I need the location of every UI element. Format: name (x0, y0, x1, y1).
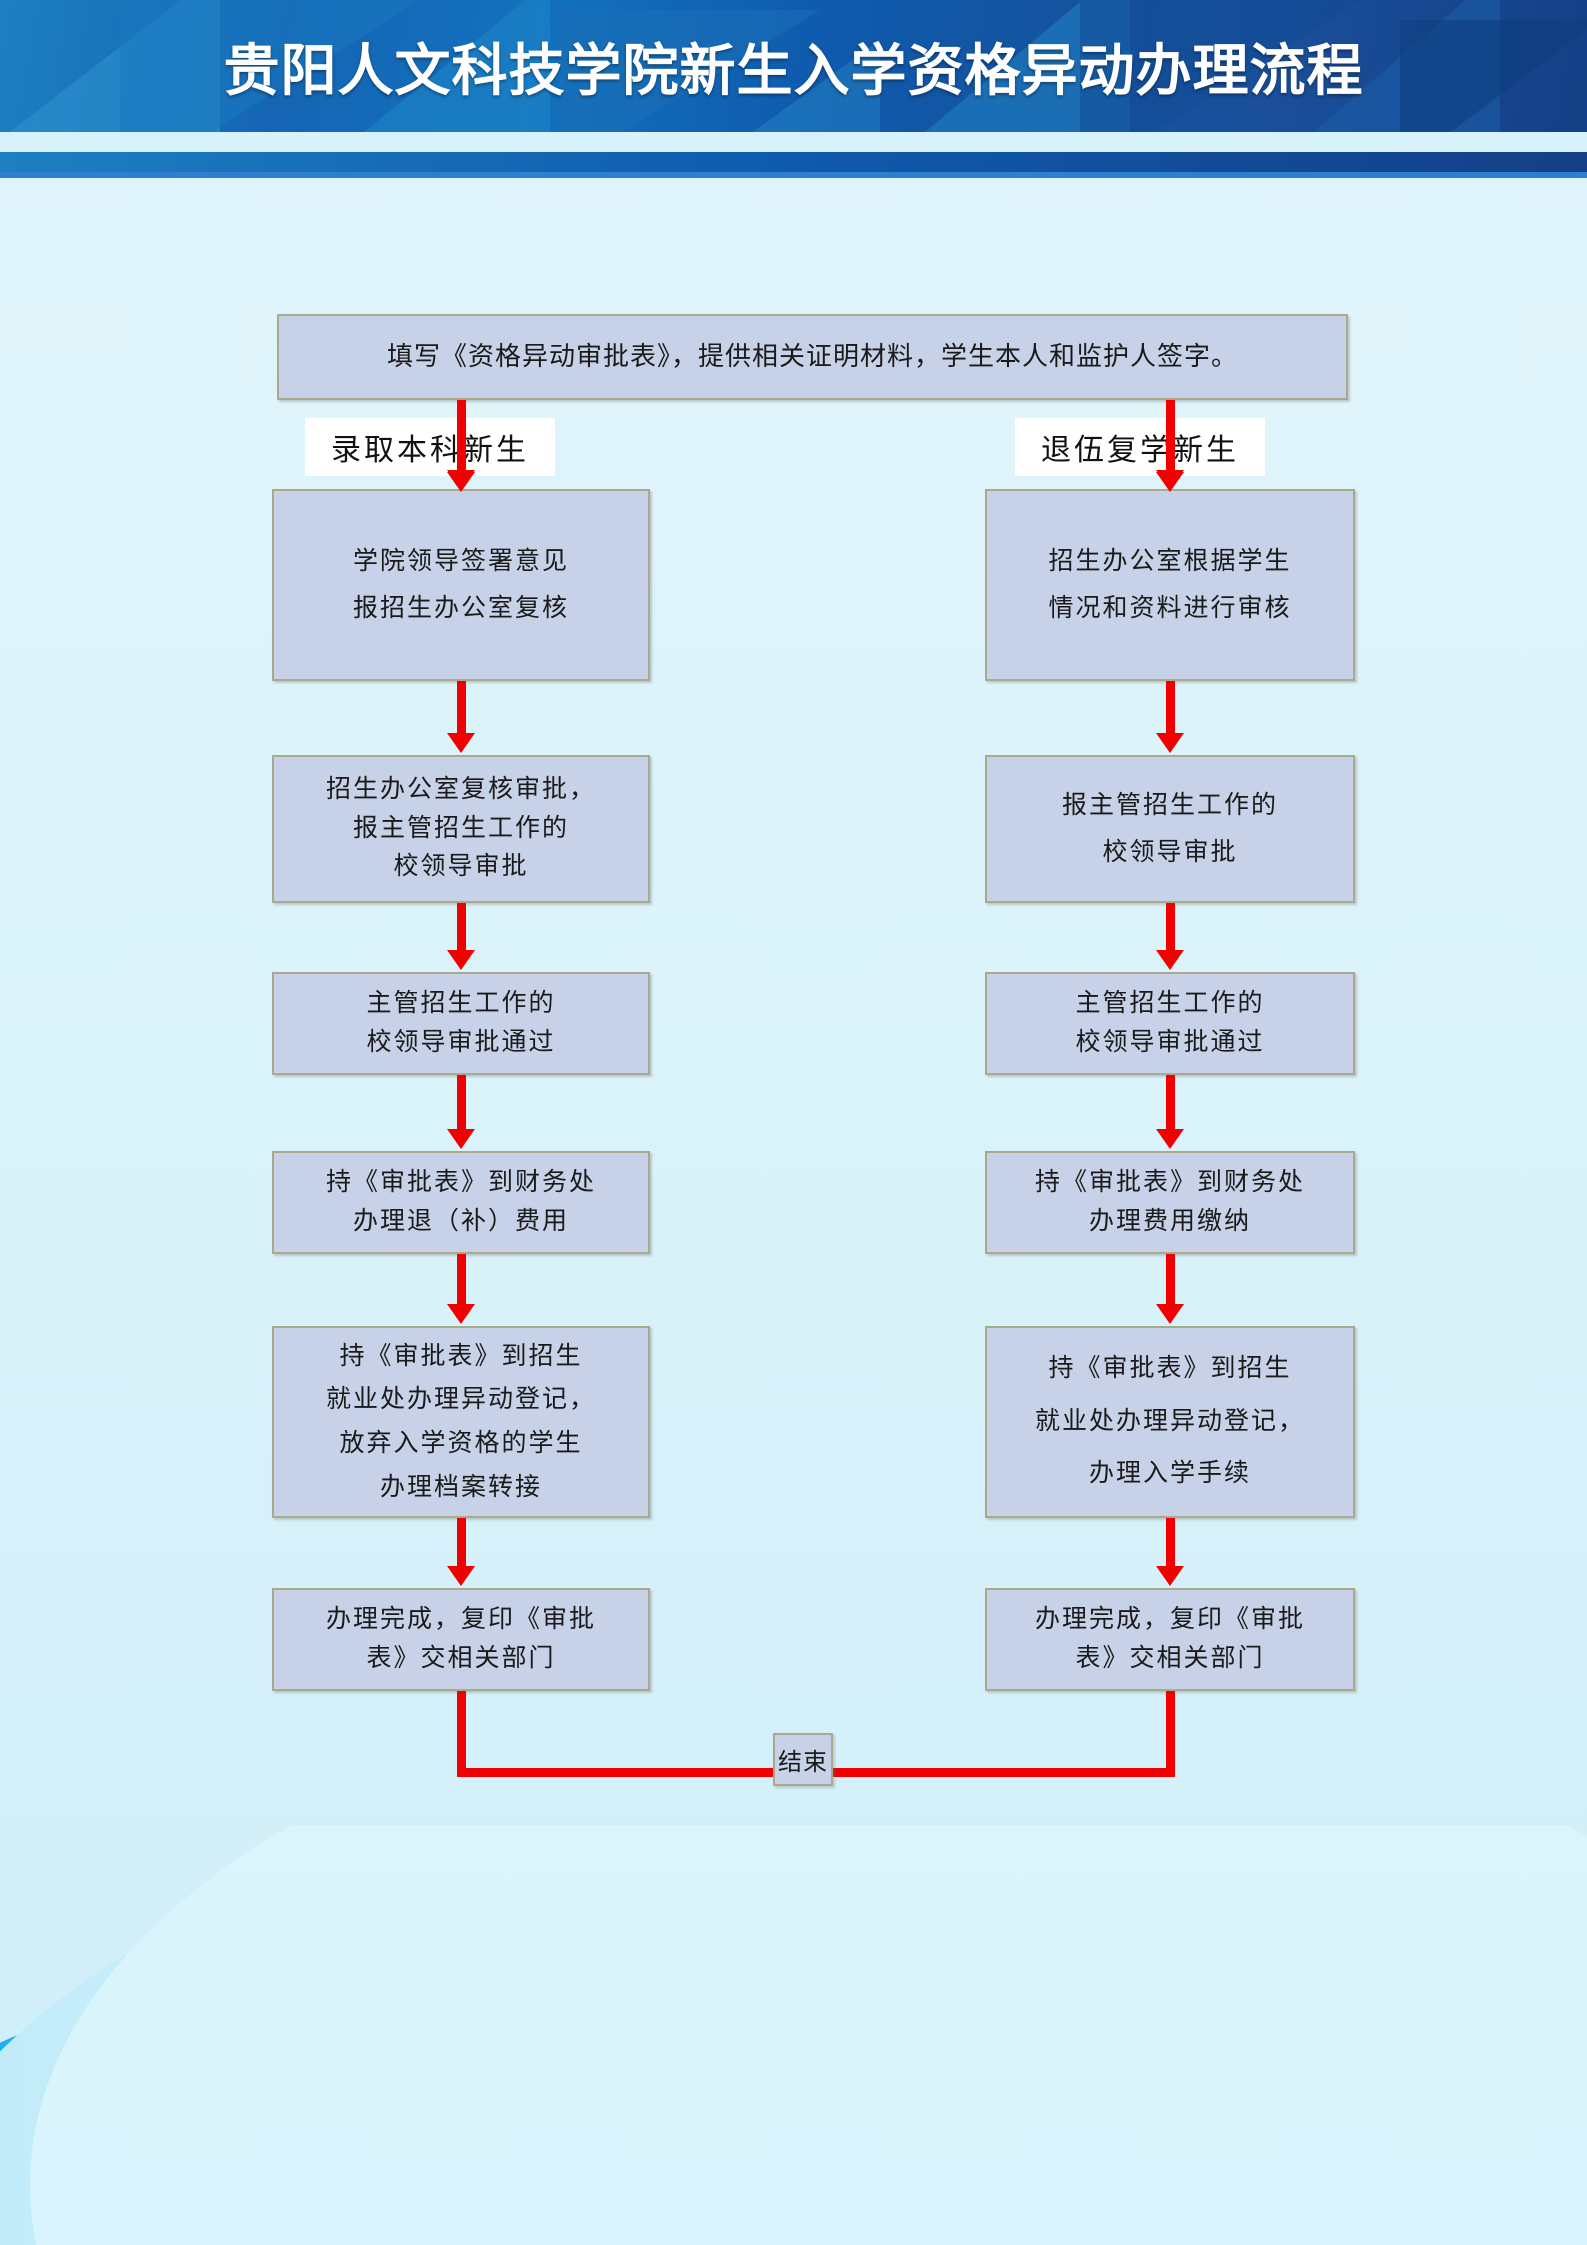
background-bottom-decoration (0, 1825, 1587, 2245)
arrowhead-right-2-3 (1156, 950, 1184, 970)
connector-right-6-down (1166, 1691, 1175, 1777)
connector-start-to-left-overlay (457, 418, 466, 474)
branch-label-left-text: 录取本科新生 (331, 434, 529, 467)
arrowhead-left-1-2 (447, 733, 475, 753)
flow-node-start[interactable]: 填写《资格异动审批表》，提供相关证明材料，学生本人和监护人签字。 (277, 314, 1348, 400)
header-stripe-thin (0, 172, 1587, 178)
flow-node-right-6[interactable]: 办理完成，复印《审批 表》交相关部门 (985, 1588, 1355, 1691)
flow-node-right-5-line-2: 就业处办理异动登记， (1034, 1407, 1305, 1435)
arrowhead-left-3-4 (447, 1129, 475, 1149)
flow-node-right-6-line-2: 表》交相关部门 (1075, 1644, 1265, 1672)
flow-node-left-3-line-2: 校领导审批通过 (366, 1028, 556, 1056)
connector-right-4-5 (1166, 1254, 1175, 1306)
header-facet-9 (700, 40, 880, 132)
flow-node-left-1-line-1: 学院领导签署意见 (352, 547, 569, 575)
header-stripe-dark (0, 152, 1587, 172)
flow-node-end[interactable]: 结束 (773, 1733, 833, 1786)
flow-node-right-3[interactable]: 主管招生工作的 校领导审批通过 (985, 972, 1355, 1075)
connector-right-2-3 (1166, 903, 1175, 952)
flow-node-right-6-line-1: 办理完成，复印《审批 (1034, 1605, 1305, 1633)
flow-node-right-2[interactable]: 报主管招生工作的 校领导审批 (985, 755, 1355, 903)
flow-node-right-5[interactable]: 持《审批表》到招生 就业处办理异动登记， 办理入学手续 (985, 1326, 1355, 1518)
connector-left-5-6 (457, 1518, 466, 1568)
flow-node-right-5-line-3: 办理入学手续 (1088, 1460, 1251, 1488)
flow-node-left-6-line-2: 表》交相关部门 (366, 1644, 556, 1672)
arrowhead-left-2-3 (447, 950, 475, 970)
arrowhead-start-to-right-overlay (1156, 470, 1184, 490)
arrowhead-left-4-5 (447, 1304, 475, 1324)
flow-node-right-4[interactable]: 持《审批表》到财务处 办理费用缴纳 (985, 1151, 1355, 1254)
flow-node-start-text: 填写《资格异动审批表》，提供相关证明材料，学生本人和监护人签字。 (386, 341, 1238, 371)
flow-node-right-1-line-2: 情况和资料进行审核 (1048, 595, 1292, 622)
flow-node-right-1[interactable]: 招生办公室根据学生 情况和资料进行审核 (985, 489, 1355, 681)
connector-right-3-4 (1166, 1075, 1175, 1131)
connector-start-to-right-overlay (1166, 418, 1175, 474)
flow-node-right-2-line-2: 校领导审批 (1102, 839, 1238, 866)
flow-node-right-4-line-1: 持《审批表》到财务处 (1034, 1168, 1305, 1196)
flow-node-left-4-line-1: 持《审批表》到财务处 (325, 1168, 596, 1196)
flow-node-right-3-line-1: 主管招生工作的 (1075, 989, 1265, 1017)
connector-right-1-2 (1166, 681, 1175, 735)
flow-node-left-3-line-1: 主管招生工作的 (366, 989, 556, 1017)
branch-label-right-text: 退伍复学新生 (1041, 434, 1239, 467)
connector-left-1-2 (457, 681, 466, 735)
connector-left-6-down (457, 1691, 466, 1777)
flow-node-left-1[interactable]: 学院领导签署意见 报招生办公室复核 (272, 489, 650, 681)
header-stripe-light-top (0, 132, 1587, 152)
flow-node-left-5-line-3: 放弃入学资格的学生 (339, 1430, 583, 1457)
branch-label-left: 录取本科新生 (305, 418, 555, 476)
arrowhead-right-4-5 (1156, 1304, 1184, 1324)
flow-node-right-3-line-2: 校领导审批通过 (1075, 1028, 1265, 1056)
flow-node-right-5-line-1: 持《审批表》到招生 (1048, 1355, 1292, 1383)
flow-node-left-2-line-1: 招生办公室复核审批， (325, 775, 596, 803)
connector-right-5-6 (1166, 1518, 1175, 1568)
flow-node-right-1-line-1: 招生办公室根据学生 (1048, 547, 1292, 575)
flow-node-left-4-line-2: 办理退（补）费用 (352, 1207, 569, 1235)
arrowhead-left-5-6 (447, 1566, 475, 1586)
flow-node-left-2-line-3: 校领导审批 (393, 853, 529, 881)
arrowhead-start-to-left-overlay (447, 470, 475, 490)
connector-left-2-3 (457, 903, 466, 952)
connector-left-4-5 (457, 1254, 466, 1306)
wave-shape-4 (30, 1825, 1587, 2245)
header-facet-3 (330, 0, 550, 132)
flow-node-right-2-line-1: 报主管招生工作的 (1061, 791, 1278, 819)
header-facet-8 (1400, 20, 1587, 132)
connector-bottom-right-horizontal (832, 1768, 1175, 1777)
flow-node-left-4[interactable]: 持《审批表》到财务处 办理退（补）费用 (272, 1151, 650, 1254)
header-stripe-light-bottom (0, 178, 1587, 192)
flow-node-right-4-line-2: 办理费用缴纳 (1088, 1207, 1251, 1235)
flow-node-left-5-line-4: 办理档案转接 (379, 1473, 542, 1501)
page-title: 贵阳人文科技学院新生入学资格异动办理流程 (223, 40, 1364, 103)
flow-node-left-3[interactable]: 主管招生工作的 校领导审批通过 (272, 972, 650, 1075)
flow-node-left-1-line-2: 报招生办公室复核 (352, 595, 569, 622)
flow-node-left-6[interactable]: 办理完成，复印《审批 表》交相关部门 (272, 1588, 650, 1691)
connector-bottom-left-horizontal (457, 1768, 792, 1777)
flow-node-left-2[interactable]: 招生办公室复核审批， 报主管招生工作的 校领导审批 (272, 755, 650, 903)
flow-node-end-text: 结束 (778, 1750, 828, 1776)
arrowhead-right-1-2 (1156, 733, 1184, 753)
arrowhead-right-5-6 (1156, 1566, 1184, 1586)
branch-label-right: 退伍复学新生 (1015, 418, 1265, 476)
flow-node-left-2-line-2: 报主管招生工作的 (352, 814, 569, 842)
arrowhead-right-3-4 (1156, 1129, 1184, 1149)
flow-node-left-5-line-2: 就业处办理异动登记， (325, 1386, 596, 1414)
connector-left-3-4 (457, 1075, 466, 1131)
flow-node-left-5[interactable]: 持《审批表》到招生 就业处办理异动登记， 放弃入学资格的学生 办理档案转接 (272, 1326, 650, 1518)
flow-node-left-6-line-1: 办理完成，复印《审批 (325, 1605, 596, 1633)
flow-node-left-5-line-1: 持《审批表》到招生 (339, 1342, 583, 1370)
header-facet-4 (560, 10, 820, 132)
poster-header: 贵阳人文科技学院新生入学资格异动办理流程 (0, 0, 1587, 132)
